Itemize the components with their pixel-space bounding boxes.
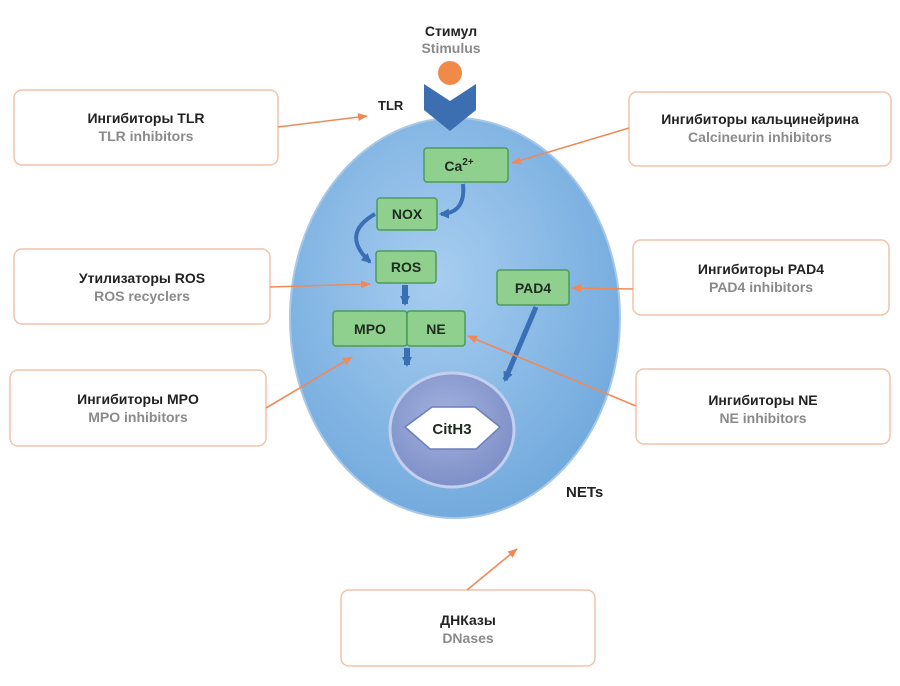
flow-pad4-to-nucleus bbox=[502, 306, 539, 382]
inhibit-arrow-dnase bbox=[466, 548, 518, 591]
inhibit-arrow-tlr bbox=[277, 113, 368, 128]
inhibitor-calcineurin-en: Calcineurin inhibitors bbox=[688, 129, 832, 145]
inhibitor-tlr-ru: Ингибиторы TLR bbox=[87, 110, 204, 126]
inhibit-arrow-ros bbox=[269, 280, 371, 289]
node-ne bbox=[406, 310, 466, 347]
stimulus-ru: Стимул bbox=[425, 23, 477, 39]
inhibit-arrow-ne bbox=[467, 335, 637, 407]
inhibitor-box-pad4: Ингибиторы PAD4 PAD4 inhibitors bbox=[632, 239, 890, 316]
node-pad4-label: PAD4 bbox=[515, 280, 552, 296]
inhibitor-box-ros: Утилизаторы ROS ROS recyclers bbox=[13, 248, 271, 325]
node-mpo-label: MPO bbox=[354, 321, 386, 337]
inhibitor-pad4-en: PAD4 inhibitors bbox=[709, 279, 813, 295]
inhibitor-box-mpo: Ингибиторы MPO MPO inhibitors bbox=[9, 369, 267, 447]
inhibitor-ros-ru: Утилизаторы ROS bbox=[79, 270, 205, 286]
inhibitor-ne-ru: Ингибиторы NE bbox=[708, 392, 817, 408]
inhibitor-calcineurin-ru: Ингибиторы кальцинейрина bbox=[661, 111, 859, 127]
node-ca bbox=[423, 147, 509, 183]
nets-label: NETs bbox=[566, 484, 603, 501]
flow-ca-to-nox bbox=[439, 183, 466, 219]
inhibitor-box-ne: Ингибиторы NE NE inhibitors bbox=[635, 368, 891, 445]
node-ros bbox=[375, 250, 437, 284]
inhibit-arrow-pad4 bbox=[571, 284, 634, 293]
inhibitor-ros-en: ROS recyclers bbox=[94, 288, 190, 304]
tlr-label: TLR bbox=[378, 98, 404, 113]
inhibitor-dnase-ru: ДНКазы bbox=[440, 612, 496, 628]
inhibit-arrow-mpo bbox=[265, 356, 353, 409]
inhibitor-dnase-en: DNases bbox=[442, 630, 494, 646]
cith3-label: CitH3 bbox=[432, 421, 471, 438]
stimulus-en: Stimulus bbox=[421, 40, 480, 56]
node-pad4 bbox=[496, 269, 570, 306]
stimulus-ball bbox=[438, 61, 462, 85]
inhibit-arrow-calcineurin bbox=[511, 127, 630, 165]
node-nox bbox=[376, 197, 438, 231]
inhibitor-box-dnase: ДНКазы DNases bbox=[340, 589, 596, 667]
tlr-receptor-icon bbox=[424, 84, 476, 131]
node-ros-label: ROS bbox=[391, 259, 421, 275]
node-ne-label: NE bbox=[426, 321, 445, 337]
node-nox-label: NOX bbox=[392, 206, 423, 222]
inhibitor-tlr-en: TLR inhibitors bbox=[99, 128, 194, 144]
flow-nox-to-ros bbox=[354, 212, 377, 264]
cith3-pentagon bbox=[403, 406, 502, 450]
inhibitor-mpo-en: MPO inhibitors bbox=[88, 409, 188, 425]
node-ca-label: Ca2+ bbox=[444, 157, 473, 174]
inhibitor-box-calcineurin: Ингибиторы кальцинейрина Calcineurin inh… bbox=[628, 91, 892, 167]
inhibitor-box-tlr: Ингибиторы TLR TLR inhibitors bbox=[13, 89, 279, 166]
inhibitor-pad4-ru: Ингибиторы PAD4 bbox=[698, 261, 824, 277]
inhibitor-ne-en: NE inhibitors bbox=[719, 410, 806, 426]
inhibitor-mpo-ru: Ингибиторы MPO bbox=[77, 391, 199, 407]
